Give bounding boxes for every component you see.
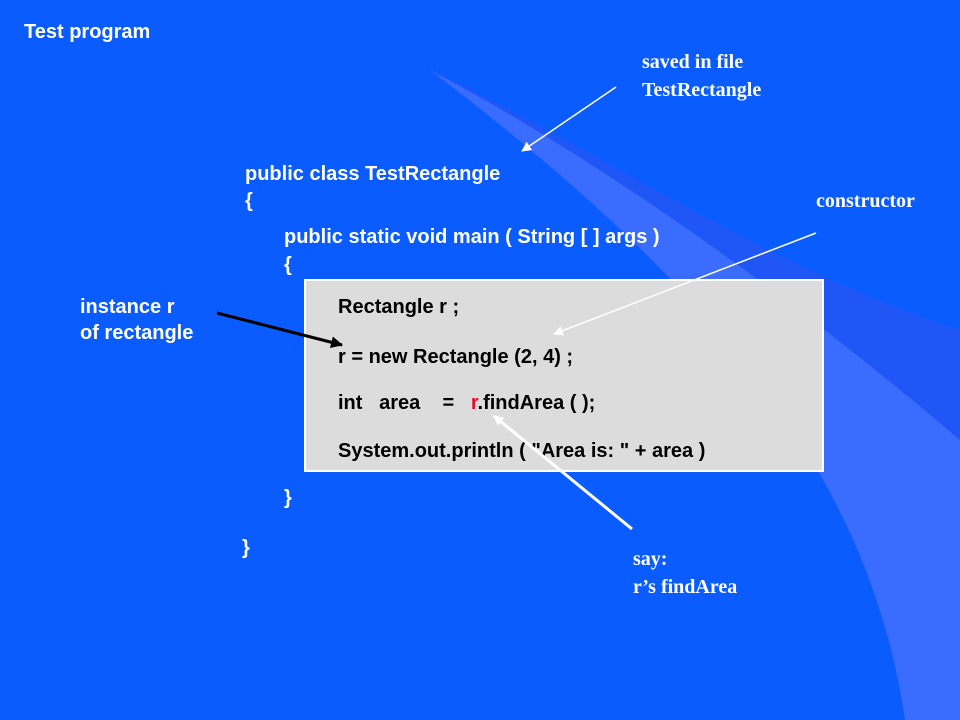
annotation-instance-line1: instance r — [80, 296, 175, 318]
arrow-instance — [216, 311, 343, 349]
code-main-declaration: public static void main ( String [ ] arg… — [284, 226, 660, 248]
code-find-area-prefix: int area = — [338, 392, 471, 414]
arrow-saved-in-file — [521, 86, 617, 152]
annotation-instance-line2: of rectangle — [80, 322, 194, 344]
code-class-close-brace: } — [242, 537, 250, 559]
code-class-declaration: public class TestRectangle — [245, 163, 501, 185]
code-main-open-brace: { — [284, 254, 292, 276]
code-line-new-rectangle: r = new Rectangle (2, 4) ; — [338, 346, 574, 368]
annotation-say-line2: r’s findArea — [633, 576, 738, 598]
arrow-say-find-area — [493, 414, 633, 531]
code-line-println: System.out.println ( "Area is: " + area … — [338, 440, 706, 462]
arrow-constructor — [553, 232, 817, 336]
code-body-box: Rectangle r ; r = new Rectangle (2, 4) ;… — [304, 279, 824, 472]
code-line-declare-r: Rectangle r ; — [338, 296, 460, 318]
decorative-swoosh — [430, 70, 960, 720]
annotation-say-line1: say: — [633, 548, 668, 570]
annotation-saved-in-file-line1: saved in file — [642, 51, 744, 73]
code-line-find-area: int area = r.findArea ( ); — [338, 391, 595, 415]
slide-title: Test program — [24, 21, 151, 43]
annotation-constructor: constructor — [816, 190, 915, 212]
code-class-open-brace: { — [245, 190, 253, 212]
code-highlighted-r: r — [470, 392, 478, 414]
code-main-close-brace: } — [284, 487, 292, 509]
annotation-saved-in-file-line2: TestRectangle — [642, 79, 762, 101]
code-find-area-suffix: .findArea ( ); — [477, 392, 596, 414]
